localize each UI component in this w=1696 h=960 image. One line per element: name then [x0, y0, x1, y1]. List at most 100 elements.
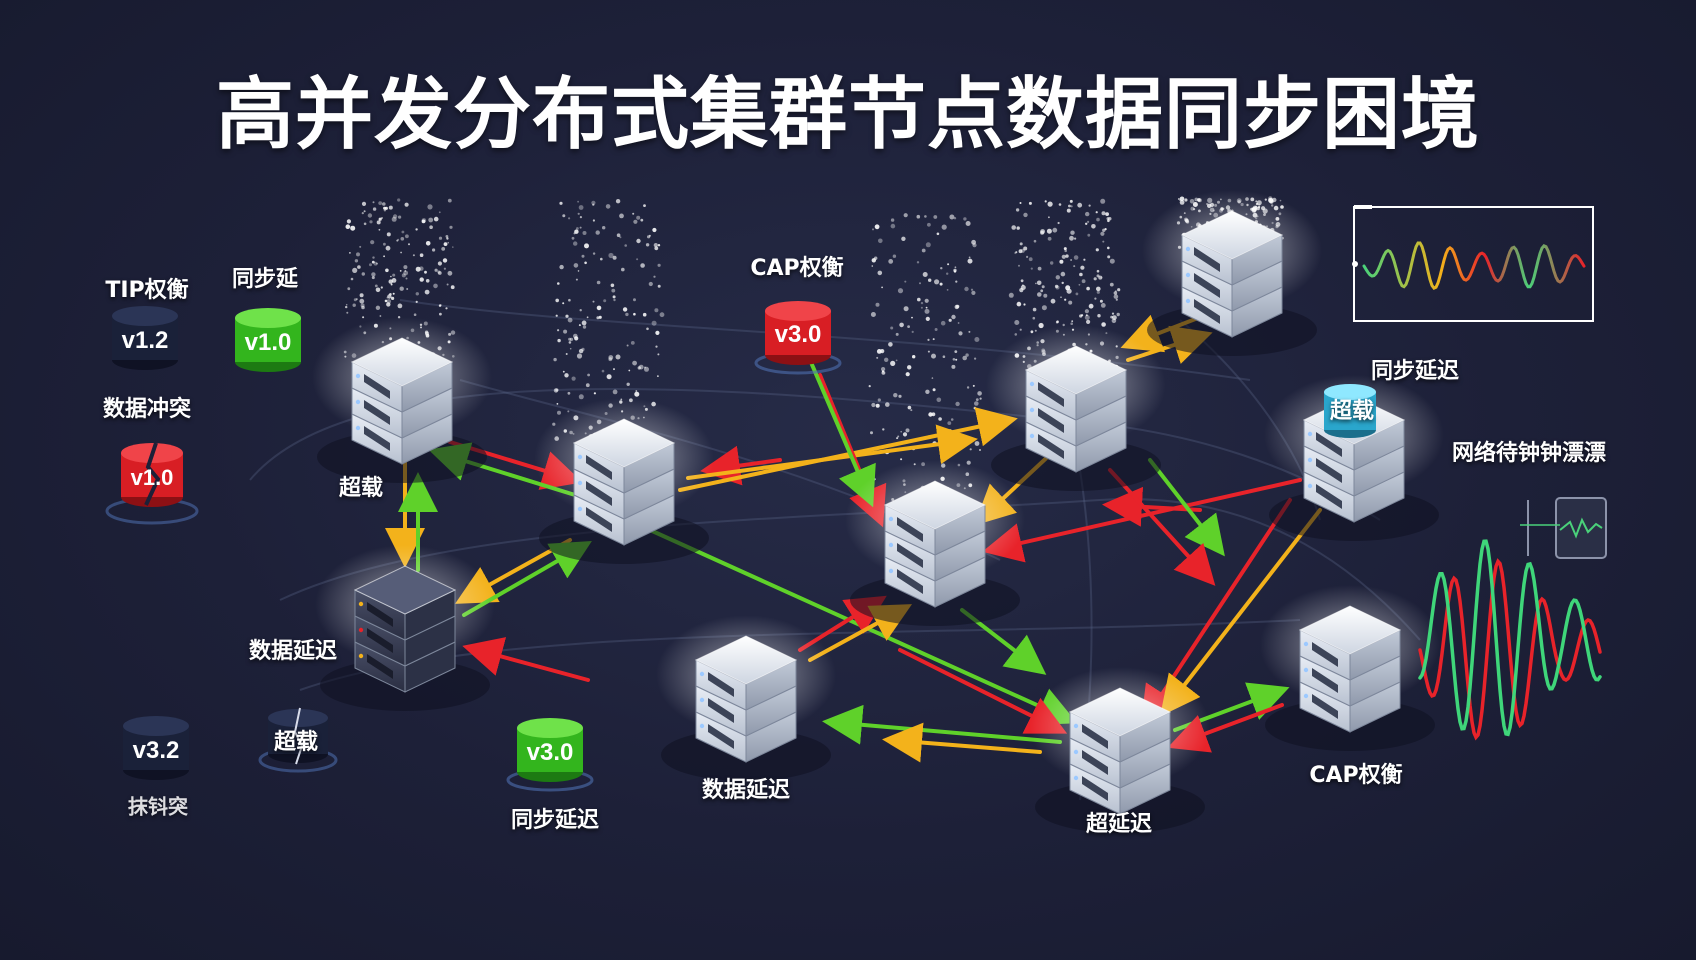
particle	[612, 255, 617, 260]
particle	[406, 288, 409, 290]
particle	[421, 219, 426, 224]
particle	[1056, 320, 1059, 324]
particle	[445, 235, 449, 238]
particle	[1084, 309, 1089, 314]
particle	[446, 237, 449, 240]
particle	[433, 283, 438, 289]
particle	[437, 271, 442, 275]
particle	[636, 258, 639, 261]
particle	[363, 222, 367, 226]
particle	[568, 337, 572, 341]
particle	[413, 313, 417, 317]
particle	[870, 467, 873, 470]
particle	[581, 320, 587, 326]
particle	[955, 448, 958, 451]
particle	[1115, 298, 1118, 301]
particle	[412, 254, 415, 257]
particle	[1064, 249, 1067, 253]
cap-tradeoff-label-bottom: CAP权衡	[1309, 763, 1403, 788]
server-d-server-icon	[1142, 190, 1322, 356]
particle	[359, 298, 365, 304]
particle	[557, 329, 560, 332]
particle	[371, 272, 376, 277]
particle	[362, 316, 365, 319]
particle	[1177, 198, 1180, 200]
particle	[573, 241, 578, 246]
particle	[633, 298, 636, 302]
particle	[925, 242, 931, 248]
particle	[383, 209, 387, 212]
particle	[948, 318, 952, 322]
particle	[895, 332, 899, 336]
particle	[578, 324, 581, 327]
particle	[350, 225, 356, 231]
particle	[596, 280, 601, 285]
particle	[624, 244, 627, 247]
particle	[1018, 264, 1020, 267]
particle	[585, 383, 590, 388]
particle	[1015, 251, 1018, 254]
particle	[965, 221, 971, 226]
particle	[878, 238, 883, 244]
particle	[1068, 300, 1073, 305]
particle	[1014, 333, 1018, 336]
particle	[449, 225, 453, 229]
particle	[385, 268, 389, 273]
particle	[403, 270, 409, 276]
particle	[437, 270, 441, 274]
particle	[391, 296, 395, 300]
particle	[562, 370, 565, 373]
particle	[648, 234, 651, 237]
particle	[938, 417, 942, 421]
particle	[871, 265, 874, 267]
particle	[563, 329, 568, 334]
version-badge-green-v10: v1.0	[235, 308, 301, 372]
particle	[880, 349, 885, 354]
particle	[1019, 288, 1024, 293]
particle	[907, 365, 912, 370]
particle	[577, 200, 579, 203]
particle	[441, 247, 446, 251]
particle	[557, 410, 561, 415]
particle	[575, 278, 578, 281]
particle	[1041, 305, 1047, 311]
particle	[1109, 282, 1114, 287]
particle	[1061, 254, 1066, 259]
particle	[911, 316, 913, 319]
version-label: v1.0	[245, 329, 292, 356]
particle	[1083, 258, 1086, 261]
particle	[567, 391, 571, 395]
particle	[356, 252, 360, 257]
particle	[1048, 216, 1050, 219]
particle	[386, 299, 392, 304]
particle	[568, 341, 572, 344]
particle	[378, 228, 381, 231]
particle	[432, 248, 436, 252]
server-g-server-icon	[315, 545, 495, 711]
particle	[659, 312, 665, 318]
particle	[612, 295, 616, 299]
particle	[959, 443, 965, 448]
particle	[559, 201, 563, 205]
particle	[392, 292, 395, 295]
particle	[584, 261, 587, 265]
particle	[386, 302, 391, 307]
particle	[1111, 312, 1115, 315]
particle	[1065, 254, 1069, 258]
sync-arrow	[1160, 508, 1322, 717]
particle	[951, 314, 956, 320]
particle	[652, 227, 657, 233]
particle	[1032, 316, 1036, 320]
version-label: v1.0	[131, 465, 174, 490]
particle	[1066, 208, 1071, 213]
particle	[626, 382, 630, 386]
particle	[1081, 314, 1084, 317]
particle	[1036, 280, 1042, 286]
particle	[1014, 320, 1020, 325]
version-badge-green-v30: v3.0	[506, 718, 594, 792]
particle	[654, 246, 659, 251]
particle	[1059, 259, 1064, 264]
particle	[437, 261, 442, 266]
particle	[1011, 225, 1016, 230]
particle	[890, 218, 895, 222]
